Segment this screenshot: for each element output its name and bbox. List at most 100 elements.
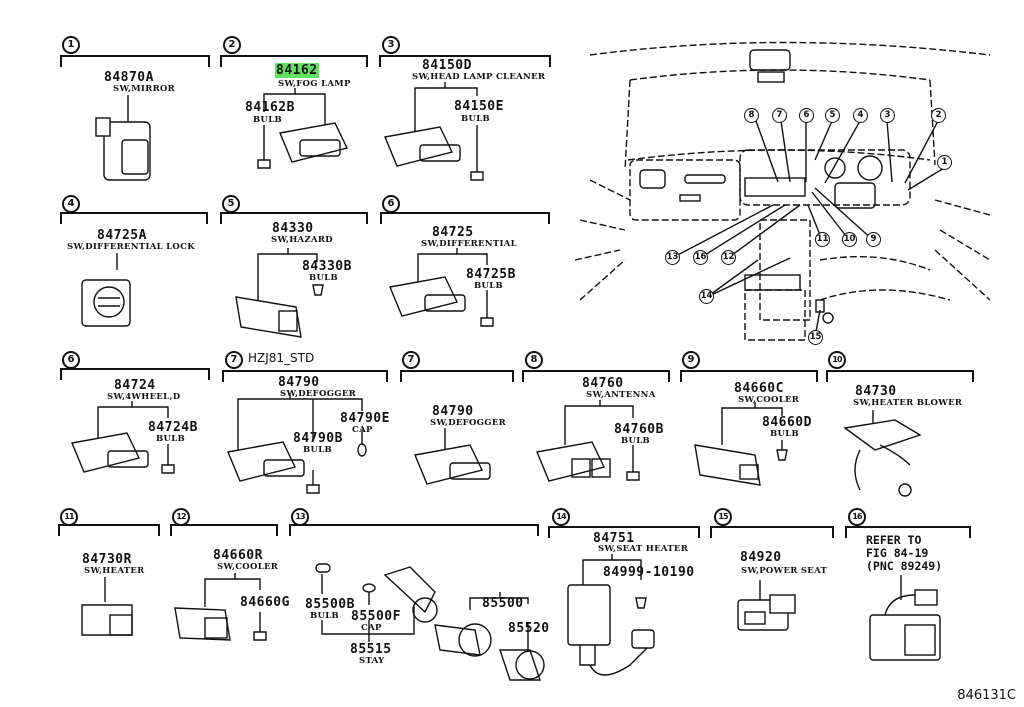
dash-callout: 12 bbox=[721, 250, 736, 265]
part-description: SW,HAZARD bbox=[271, 235, 333, 245]
part-number[interactable]: 84760 bbox=[582, 376, 624, 391]
group-bracket bbox=[380, 212, 550, 224]
group-bracket bbox=[60, 55, 210, 67]
dash-callout: 8 bbox=[744, 108, 759, 123]
part-description: CAP bbox=[361, 623, 382, 633]
part-number[interactable]: 85500 bbox=[482, 596, 524, 611]
part-description: BULB bbox=[156, 434, 185, 444]
part-description: STAY bbox=[359, 656, 385, 666]
group-index-badge: 3 bbox=[382, 36, 400, 54]
dash-callout: 1 bbox=[937, 155, 952, 170]
part-number[interactable]: 85515 bbox=[350, 642, 392, 657]
part-number[interactable]: 84660C bbox=[734, 381, 784, 396]
part-description: SW,HEATER BLOWER bbox=[853, 398, 963, 408]
dash-callout: 5 bbox=[825, 108, 840, 123]
part-description: SW,ANTENNA bbox=[586, 390, 656, 400]
part-number[interactable]: 84790E bbox=[340, 411, 390, 426]
group-bracket bbox=[400, 370, 514, 382]
part-number[interactable]: 84760B bbox=[614, 422, 664, 437]
group-bracket bbox=[548, 526, 700, 538]
group-index-badge: 6 bbox=[382, 195, 400, 213]
group-bracket bbox=[60, 212, 208, 224]
dash-callout: 10 bbox=[842, 232, 857, 247]
group-bracket bbox=[826, 370, 974, 382]
part-description: CAP bbox=[352, 425, 373, 435]
part-number[interactable]: 84660D bbox=[762, 415, 812, 430]
part-number[interactable]: 84790 bbox=[432, 404, 474, 419]
part-description: SW,DIFFERENTIAL LOCK bbox=[67, 242, 195, 252]
part-description: SW,DEFOGGER bbox=[430, 418, 506, 428]
part-description: SW,SEAT HEATER bbox=[598, 544, 689, 554]
reference-note[interactable]: REFER TO FIG 84-19 (PNC 89249) bbox=[866, 533, 943, 573]
part-number[interactable]: 84725B bbox=[466, 267, 516, 282]
group-index-badge: 1 bbox=[62, 36, 80, 54]
group-bracket bbox=[710, 526, 834, 538]
part-number[interactable]: 84870A bbox=[104, 70, 154, 85]
part-description: BULB bbox=[309, 273, 338, 283]
part-number[interactable]: 84725A bbox=[97, 228, 147, 243]
part-description: SW,COOLER bbox=[738, 395, 800, 405]
group-bracket bbox=[845, 526, 971, 538]
part-number[interactable]: 85500B bbox=[305, 597, 355, 612]
part-number[interactable]: 84725 bbox=[432, 225, 474, 240]
model-note: HZJ81_STD bbox=[248, 351, 315, 365]
dash-callout: 6 bbox=[799, 108, 814, 123]
part-number[interactable]: 84150E bbox=[454, 99, 504, 114]
group-index-badge: 16 bbox=[848, 508, 866, 526]
part-number[interactable]: 84724 bbox=[114, 378, 156, 393]
group-index-badge: 15 bbox=[714, 508, 732, 526]
part-number[interactable]: 84660R bbox=[213, 548, 263, 563]
group-index-badge: 8 bbox=[525, 351, 543, 369]
group-bracket bbox=[220, 55, 368, 67]
part-number[interactable]: 84162B bbox=[245, 100, 295, 115]
part-number[interactable]: 84730 bbox=[855, 384, 897, 399]
part-description: BULB bbox=[303, 445, 332, 455]
group-bracket bbox=[222, 370, 388, 382]
part-description: BULB bbox=[770, 429, 799, 439]
group-bracket bbox=[170, 524, 278, 536]
part-number-highlighted[interactable]: 84162 bbox=[275, 63, 319, 78]
part-description: SW,4WHEEL,D bbox=[107, 392, 181, 402]
part-number[interactable]: 84724B bbox=[148, 420, 198, 435]
part-number[interactable]: 84790 bbox=[278, 375, 320, 390]
dash-callout: 11 bbox=[815, 232, 830, 247]
part-number[interactable]: 84330 bbox=[272, 221, 314, 236]
part-number[interactable]: 84790B bbox=[293, 431, 343, 446]
part-description: BULB bbox=[253, 115, 282, 125]
part-description: SW,DEFOGGER bbox=[280, 389, 356, 399]
part-number[interactable]: 84751 bbox=[593, 531, 635, 546]
dash-callout: 2 bbox=[931, 108, 946, 123]
part-number[interactable]: 84150D bbox=[422, 58, 472, 73]
dashboard-diagram bbox=[574, 41, 991, 341]
part-description: SW,FOG LAMP bbox=[278, 79, 351, 89]
dash-callout: 16 bbox=[693, 250, 708, 265]
part-number[interactable]: 84660G bbox=[240, 595, 290, 610]
group-bracket bbox=[289, 524, 539, 536]
part-description: BULB bbox=[474, 281, 503, 291]
part-number[interactable]: 84330B bbox=[302, 259, 352, 274]
dash-callout: 15 bbox=[808, 330, 823, 345]
part-number[interactable]: 84920 bbox=[740, 550, 782, 565]
group-index-badge: 9 bbox=[682, 351, 700, 369]
group-bracket bbox=[522, 370, 670, 382]
part-description: BULB bbox=[461, 114, 490, 124]
group-bracket bbox=[220, 212, 368, 224]
group-bracket bbox=[680, 370, 818, 382]
part-number[interactable]: 85500F bbox=[351, 609, 401, 624]
group-index-badge: 4 bbox=[62, 195, 80, 213]
group-bracket bbox=[379, 55, 551, 67]
group-index-badge: 2 bbox=[223, 36, 241, 54]
part-description: SW,HEAD LAMP CLEANER bbox=[412, 72, 546, 82]
dash-callout: 3 bbox=[880, 108, 895, 123]
part-description: SW,MIRROR bbox=[113, 84, 176, 94]
group-bracket bbox=[58, 524, 160, 536]
group-index-badge: 10 bbox=[828, 351, 846, 369]
part-number[interactable]: 84730R bbox=[82, 552, 132, 567]
group-index-badge: 5 bbox=[222, 195, 240, 213]
group-index-badge: 6 bbox=[62, 351, 80, 369]
part-number[interactable]: 85520 bbox=[508, 621, 550, 636]
group-bracket bbox=[60, 368, 210, 380]
part-number[interactable]: 84999-10190 bbox=[603, 565, 695, 580]
part-description: BULB bbox=[621, 436, 650, 446]
group-index-badge: 7 bbox=[402, 351, 420, 369]
